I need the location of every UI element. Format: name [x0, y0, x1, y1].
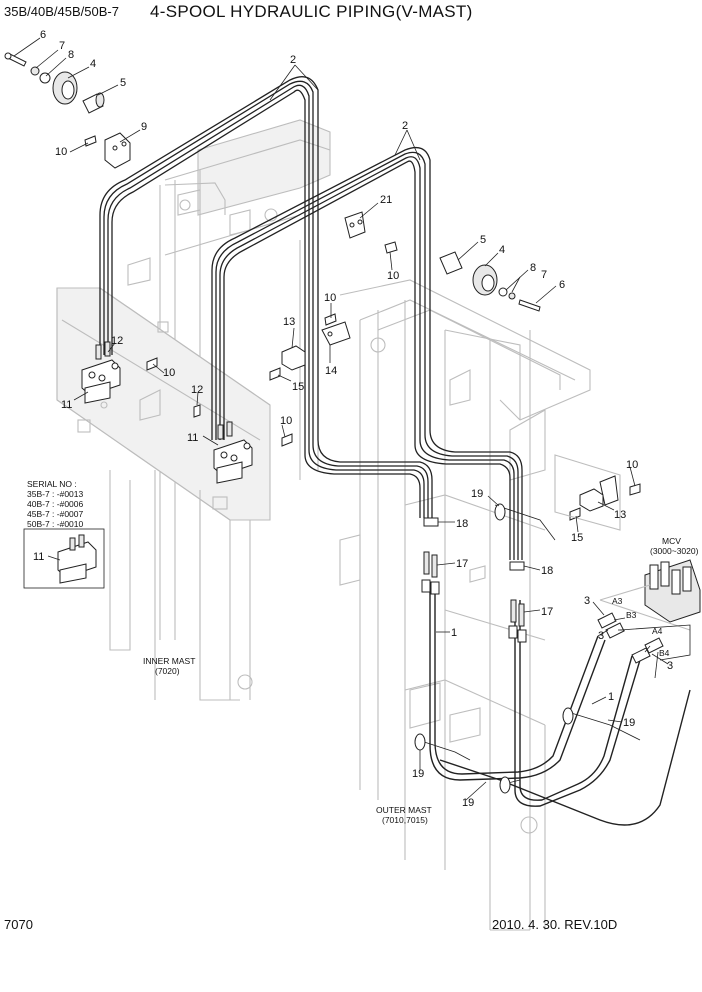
cable-ties [414, 503, 641, 794]
callout: 10 [387, 270, 399, 282]
callout: 10 [55, 146, 67, 158]
callout: 3 [667, 660, 673, 672]
callout: 10 [163, 367, 175, 379]
callout: 15 [292, 381, 304, 393]
callout: 6 [559, 279, 565, 291]
outer-mast-label: OUTER MAST [376, 805, 432, 815]
callout: 12 [191, 384, 203, 396]
page-number: 7070 [4, 917, 33, 932]
port-b4: B4 [659, 648, 670, 658]
mcv-adapters [597, 612, 664, 664]
callout: 5 [480, 234, 486, 246]
callout: 2 [290, 54, 296, 66]
serial-heading: SERIAL NO : [27, 479, 77, 489]
callout: 1 [608, 691, 614, 703]
callout: 7 [59, 40, 65, 52]
serial-row-35b: 35B-7 : -#0013 [27, 489, 84, 499]
steel-pipe-set-b [211, 146, 523, 560]
sheave-assembly-right [344, 211, 541, 312]
serial-row-40b: 40B-7 : -#0006 [27, 499, 84, 509]
callout: 21 [380, 194, 392, 206]
serial-row-45b: 45B-7 : -#0007 [27, 509, 84, 519]
mcv-label: MCV [662, 536, 681, 546]
serial-callout: 11 [33, 551, 44, 563]
callout: 5 [120, 77, 126, 89]
callout: 19 [462, 797, 474, 809]
callout: 11 [61, 399, 72, 411]
callout: 10 [280, 415, 292, 427]
callout: 3 [598, 630, 604, 642]
callout: 10 [324, 292, 336, 304]
callout: 17 [456, 558, 468, 570]
carriage-plate [56, 287, 271, 701]
port-a3: A3 [612, 596, 623, 606]
callout: 18 [456, 518, 468, 530]
mcv-code: (3000~3020) [650, 546, 699, 556]
outer-mast-code: (7010,7015) [382, 815, 428, 825]
serial-row-50b: 50B-7 : -#0010 [27, 519, 84, 529]
callout: 12 [111, 335, 123, 347]
callout: 7 [541, 269, 547, 281]
callout: 10 [626, 459, 638, 471]
inner-mast-code: (7020) [155, 666, 180, 676]
callout: 15 [571, 532, 583, 544]
hose-set [429, 590, 691, 826]
port-b3: B3 [626, 610, 637, 620]
callout: 4 [499, 244, 505, 256]
callout: 8 [68, 49, 74, 61]
port-a4: A4 [652, 626, 663, 636]
union-block-lower [213, 421, 253, 484]
callout: 14 [325, 365, 337, 377]
steel-pipe-set-a [99, 76, 433, 518]
hose-fittings [421, 517, 527, 643]
callout: 17 [541, 606, 553, 618]
union-block-upper [81, 341, 121, 404]
callout: 3 [584, 595, 590, 607]
sheave-assembly-left [4, 52, 131, 169]
model-code: 35B/40B/45B/50B-7 [4, 4, 119, 19]
inner-mast-label: INNER MAST [143, 656, 195, 666]
callout: 8 [530, 262, 536, 274]
serial-number-inset [23, 528, 105, 589]
callout-numbers: 6 7 8 4 5 9 10 2 2 21 5 4 10 8 7 6 10 13… [40, 29, 673, 809]
callout: 13 [614, 509, 626, 521]
callout: 1 [451, 627, 457, 639]
page-title: 4-SPOOL HYDRAULIC PIPING(V-MAST) [150, 2, 473, 21]
revision-date: 2010. 4. 30. REV.10D [492, 917, 617, 932]
callout: 2 [402, 120, 408, 132]
callout: 4 [90, 58, 96, 70]
mcv-valve [599, 559, 701, 631]
callout: 18 [541, 565, 553, 577]
leader-lines [13, 37, 691, 801]
callout: 19 [412, 768, 424, 780]
callout: 19 [623, 717, 635, 729]
outer-mast-frame [127, 119, 591, 931]
callout: 9 [141, 121, 147, 133]
callout: 13 [283, 316, 295, 328]
callout: 11 [187, 432, 198, 444]
callout: 19 [471, 488, 483, 500]
callout: 6 [40, 29, 46, 41]
